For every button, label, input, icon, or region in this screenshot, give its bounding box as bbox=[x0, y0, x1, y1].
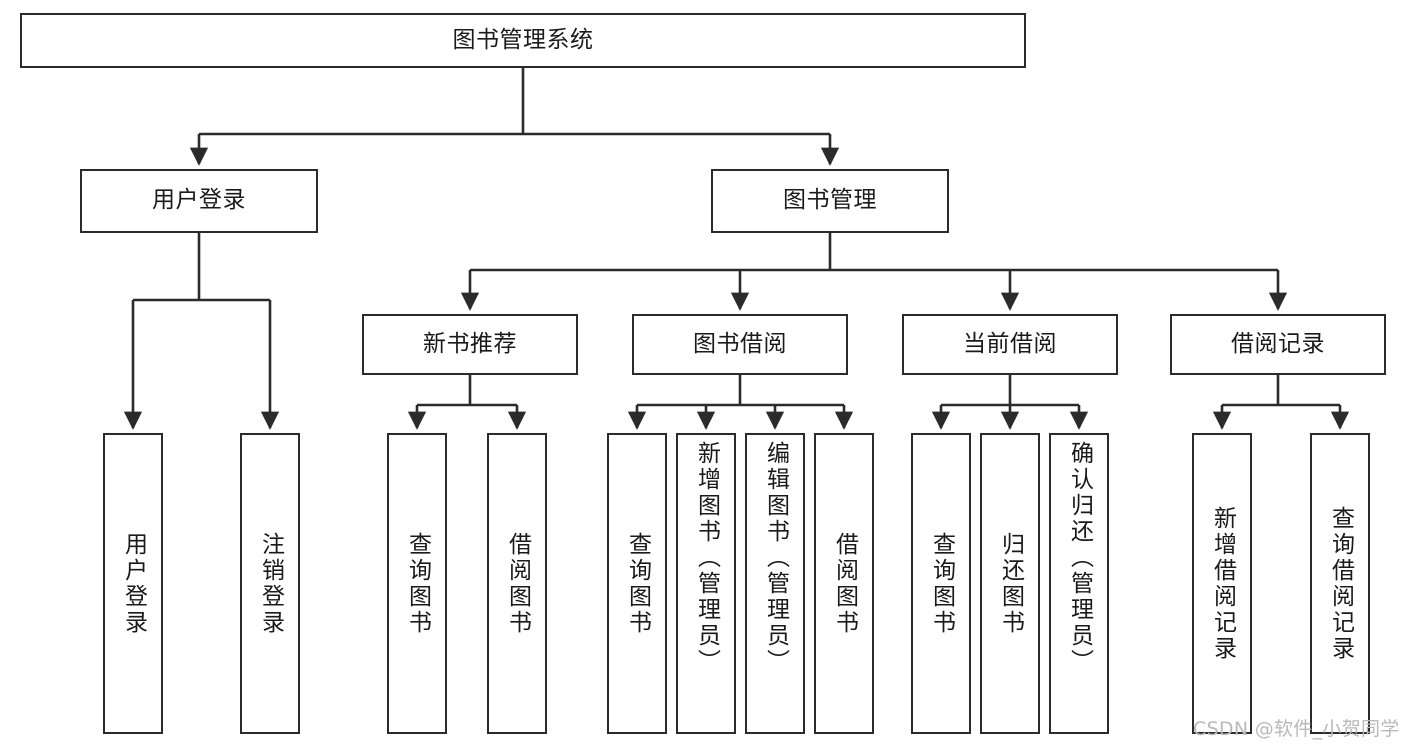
node-root-system[interactable]: 图书管理系统 bbox=[20, 13, 1026, 68]
node-book-management[interactable]: 图书管理 bbox=[711, 169, 949, 233]
leaf-borrow-query-book-label: 查询图书 bbox=[624, 531, 651, 636]
node-borrow-records[interactable]: 借阅记录 bbox=[1170, 314, 1386, 375]
node-root-system-label: 图书管理系统 bbox=[452, 26, 594, 53]
leaf-new-book-query[interactable]: 查询图书 bbox=[387, 433, 447, 734]
leaf-borrow-borrow-book-label: 借阅图书 bbox=[831, 531, 858, 636]
node-new-book-recommend-label: 新书推荐 bbox=[423, 330, 517, 357]
node-current-borrow-label: 当前借阅 bbox=[963, 330, 1057, 357]
leaf-new-book-borrow[interactable]: 借阅图书 bbox=[487, 433, 547, 734]
node-book-borrow-label: 图书借阅 bbox=[693, 330, 787, 357]
node-borrow-records-label: 借阅记录 bbox=[1231, 330, 1325, 357]
leaf-user-login-logout-label: 注销登录 bbox=[257, 531, 284, 636]
leaf-current-confirm-return[interactable]: 确认归还（管理员） bbox=[1049, 433, 1109, 734]
leaf-new-book-query-label: 查询图书 bbox=[404, 531, 431, 636]
leaf-borrow-borrow-book[interactable]: 借阅图书 bbox=[814, 433, 874, 734]
leaf-current-return-book[interactable]: 归还图书 bbox=[980, 433, 1040, 734]
node-current-borrow[interactable]: 当前借阅 bbox=[902, 314, 1118, 375]
leaf-records-add-record-label: 新增借阅记录 bbox=[1209, 505, 1236, 662]
node-book-borrow[interactable]: 图书借阅 bbox=[632, 314, 848, 375]
leaf-records-query-record[interactable]: 查询借阅记录 bbox=[1310, 433, 1370, 734]
leaf-current-return-book-label: 归还图书 bbox=[997, 531, 1024, 636]
leaf-current-query-book-label: 查询图书 bbox=[928, 531, 955, 636]
leaf-user-login-logout[interactable]: 注销登录 bbox=[240, 433, 300, 734]
node-new-book-recommend[interactable]: 新书推荐 bbox=[362, 314, 578, 375]
leaf-user-login-login-label: 用户登录 bbox=[120, 531, 147, 636]
node-book-management-label: 图书管理 bbox=[783, 187, 877, 214]
node-user-login-label: 用户登录 bbox=[152, 187, 246, 214]
leaf-records-query-record-label: 查询借阅记录 bbox=[1327, 505, 1354, 662]
leaf-records-add-record[interactable]: 新增借阅记录 bbox=[1192, 433, 1252, 734]
leaf-current-query-book[interactable]: 查询图书 bbox=[911, 433, 971, 734]
leaf-new-book-borrow-label: 借阅图书 bbox=[504, 531, 531, 636]
leaf-user-login-login[interactable]: 用户登录 bbox=[103, 433, 163, 734]
leaf-current-confirm-return-label: 确认归还（管理员） bbox=[1066, 441, 1093, 675]
leaf-borrow-edit-book[interactable]: 编辑图书（管理员） bbox=[745, 433, 805, 734]
node-user-login[interactable]: 用户登录 bbox=[80, 169, 318, 233]
leaf-borrow-add-book[interactable]: 新增图书（管理员） bbox=[676, 433, 736, 734]
watermark: CSDN @软件_小贺同学 bbox=[1193, 718, 1400, 740]
leaf-borrow-query-book[interactable]: 查询图书 bbox=[607, 433, 667, 734]
leaf-borrow-add-book-label: 新增图书（管理员） bbox=[693, 441, 720, 675]
leaf-borrow-edit-book-label: 编辑图书（管理员） bbox=[762, 441, 789, 675]
